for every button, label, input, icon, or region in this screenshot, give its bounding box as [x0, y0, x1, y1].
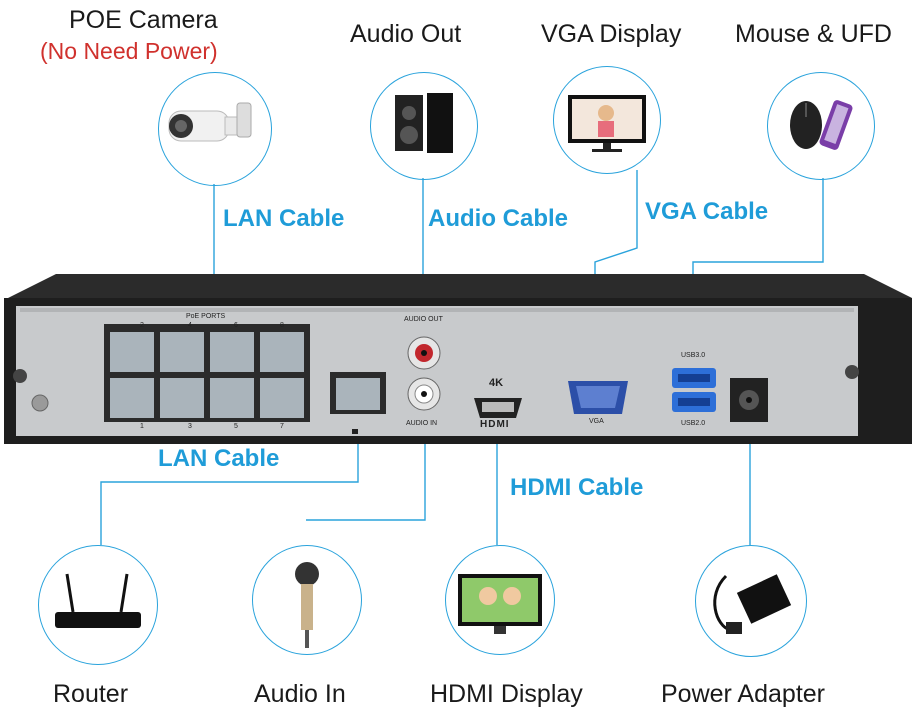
vga-port-label: VGA [589, 418, 604, 425]
audio-cable-label: Audio Cable [428, 205, 569, 232]
port-8-label: 8 [280, 322, 284, 329]
audio-in-port-label: AUDIO IN [406, 420, 438, 427]
4k-label: 4K [489, 377, 504, 389]
ground-screw [31, 394, 49, 412]
power-adapter-icon [713, 574, 792, 634]
nvr-device [4, 274, 912, 444]
power-adapter-label: Power Adapter [661, 680, 825, 708]
camera-icon [168, 102, 252, 142]
vga-cable-label: VGA Cable [645, 198, 769, 225]
mouse-ufd-label: Mouse & UFD [735, 20, 892, 48]
audio-in-label: Audio In [254, 680, 346, 708]
port-4-label: 4 [188, 322, 192, 329]
port-1-label: 1 [140, 423, 144, 430]
port-6-label: 6 [234, 322, 238, 329]
router-circle [38, 545, 158, 665]
poe-camera-circle [158, 72, 272, 186]
hdmi-port-label: HDMI [480, 419, 510, 430]
left-screw [13, 369, 27, 383]
microphone-icon [295, 562, 319, 648]
mouse-icon [790, 100, 853, 150]
audio-out-circle [370, 72, 478, 180]
hdmi-display-circle [445, 545, 555, 655]
vga-display-circle [553, 66, 661, 174]
hdmi-monitor-icon [458, 574, 542, 634]
lan-cable-top-label: LAN Cable [223, 205, 345, 232]
usb3-label: USB3.0 [681, 352, 706, 359]
router-label: Router [53, 680, 129, 708]
poe-ports-label: PoE PORTS [186, 313, 226, 320]
speaker-icon [395, 93, 453, 153]
port-3-label: 3 [188, 423, 192, 430]
lan-cable-bottom-label: LAN Cable [158, 445, 280, 472]
hdmi-cable-label: HDMI Cable [510, 474, 644, 501]
mouse-ufd-circle [767, 72, 875, 180]
audio-in-circle [252, 545, 362, 655]
hdmi-display-label: HDMI Display [430, 680, 583, 708]
vga-display-label: VGA Display [541, 20, 682, 48]
audio-out-label: Audio Out [350, 20, 462, 48]
monitor-icon [568, 95, 646, 152]
poe-camera-note: (No Need Power) [40, 38, 218, 64]
port-7-label: 7 [280, 423, 284, 430]
router-icon [55, 573, 141, 628]
audio-out-port-label: AUDIO OUT [404, 316, 443, 323]
usb2-label: USB2.0 [681, 420, 706, 427]
poe-camera-label: POE Camera [69, 6, 218, 34]
right-screw [845, 365, 859, 379]
port-5-label: 5 [234, 423, 238, 430]
power-adapter-circle [695, 545, 807, 657]
port-2-label: 2 [140, 322, 144, 329]
